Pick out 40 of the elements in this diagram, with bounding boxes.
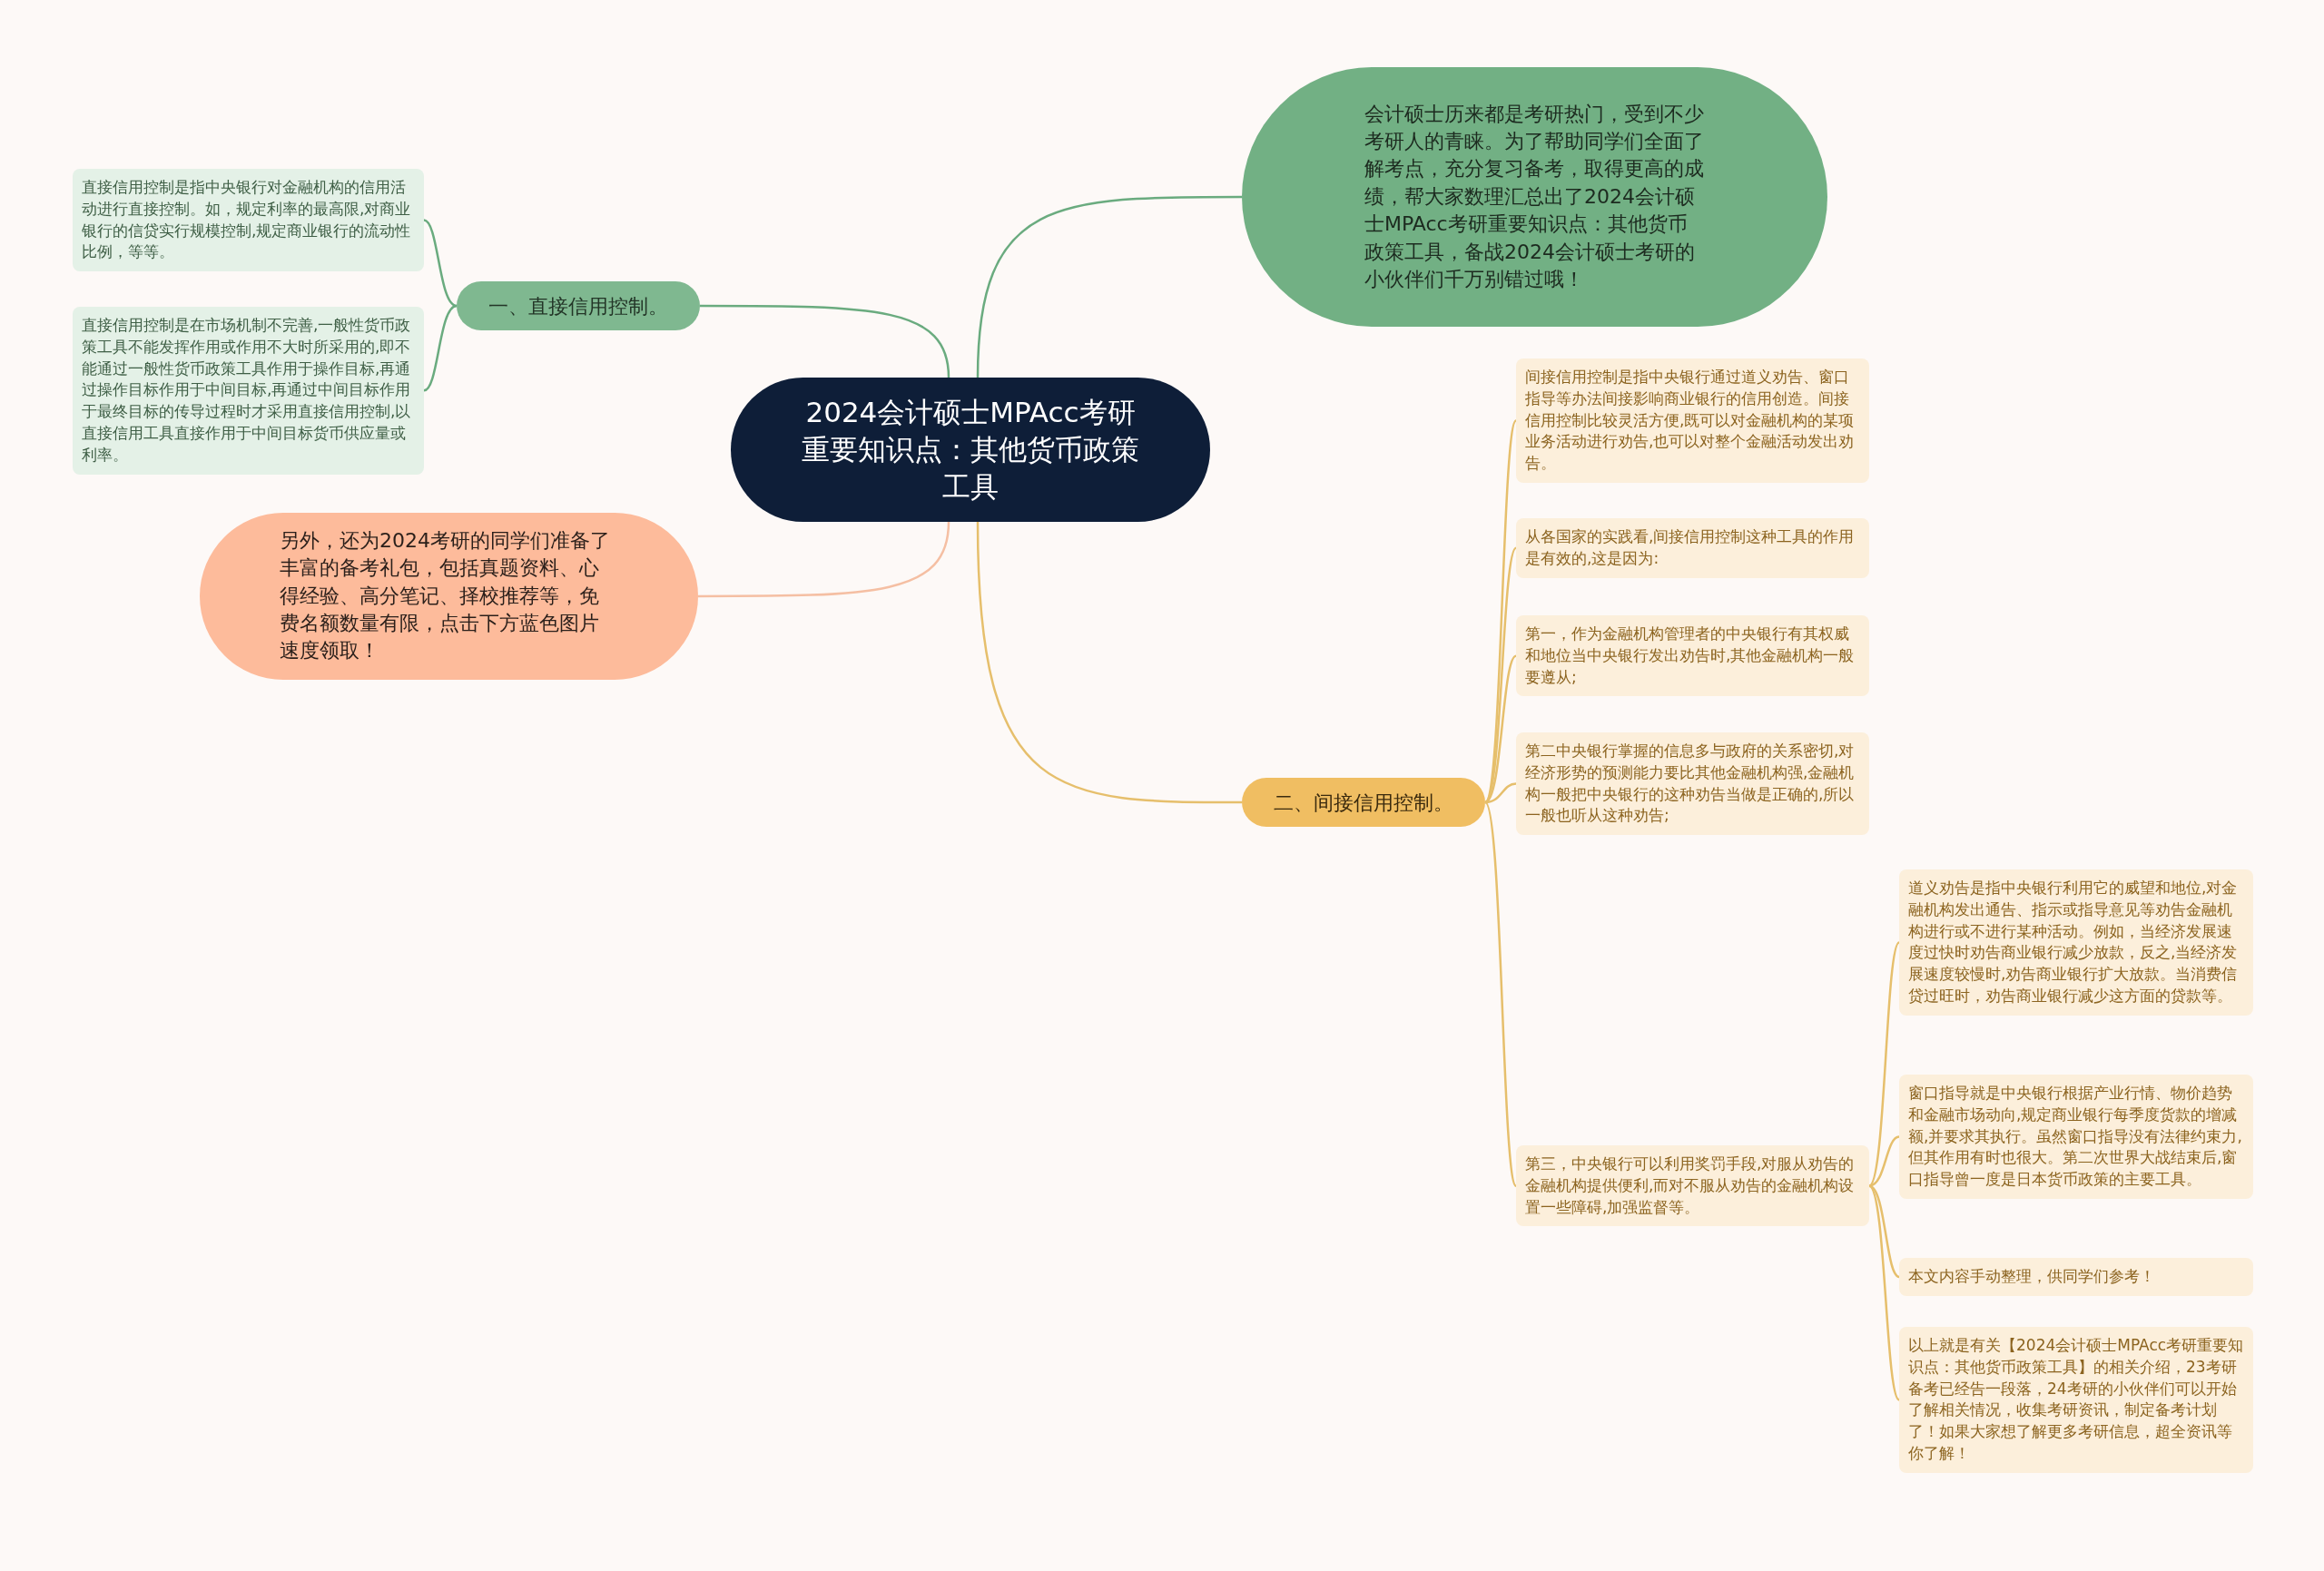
- leaf-card: [1899, 1327, 2253, 1473]
- connector-line: [423, 219, 458, 308]
- branch-label: 一、直接信用控制。: [488, 293, 668, 319]
- branch-pill: [457, 281, 700, 330]
- connector-line: [1868, 941, 1901, 1187]
- connector-line: [700, 304, 950, 378]
- connector-line: [423, 304, 458, 392]
- leaf-text: 直接信用控制是指中央银行对金融机构的信用活动进行直接控制。如，规定利率的最高限,对商业银行的信贷实行规模控制,规定商业银行的流动性比例，等等。: [82, 177, 412, 263]
- leaf-card: [1516, 1145, 1869, 1227]
- leaf-card: [1899, 1075, 2253, 1199]
- leaf-text: 第三，中央银行可以利用奖罚手段,对服从劝告的金融机构提供便利,而对不服从劝告的金融机构设置一些障碍,加强监督等。: [1525, 1154, 1856, 1218]
- leaf-card: [1516, 615, 1869, 697]
- connector-line: [976, 195, 1242, 378]
- leaf-text: 以上就是有关【2024会计硕士MPAcc考研重要知识点：其他货币政策工具】的相关介绍，23考研备考已经告一段落，24考研的小伙伴们可以开始了解相关情况，收集考研资讯，制定备考计划了！如果大家想了解更多考研信息，超全资讯等你了解！: [1908, 1335, 2244, 1464]
- leaf-card: [1516, 732, 1869, 836]
- leaf-text: 直接信用控制是在市场机制不完善,一般性货币政策工具不能发挥作用或作用不大时所采用的,即不能通过一般性货币政策工具作用于操作目标,再通过操作目标作用于中间目标,再通过中间目标作用于最终目标的传导过程时才采用直接信用控制,以直接信用工具直接作用于中间目标货币供应量或利率。: [82, 315, 412, 466]
- branch-label: 二、间接信用控制。: [1274, 790, 1453, 816]
- branch-pill: [1242, 778, 1485, 827]
- leaf-text: 本文内容手动整理，供同学们参考！: [1908, 1266, 2156, 1287]
- leaf-text: 第二中央银行掌握的信息多与政府的关系密切,对经济形势的预测能力要比其他金融机构强,金融机构一般把中央银行的这种劝告当做是正确的,所以一般也听从这种劝告;: [1525, 741, 1856, 827]
- topic-title: 2024会计硕士MPAcc考研重要知识点：其他货币政策工具: [801, 395, 1140, 505]
- leaf-text: 间接信用控制是指中央银行通过道义劝告、窗口指导等办法间接影响商业银行的信用创造。间接信用控制比较灵活方便,既可以对金融机构的某项业务活动进行劝告,也可以对整个金融活动发出劝告。: [1525, 367, 1856, 475]
- leaf-card: [1516, 518, 1869, 578]
- leaf-text: 从各国家的实践看,间接信用控制这种工具的作用是有效的,这是因为:: [1525, 526, 1856, 569]
- connector-line: [1868, 1135, 1900, 1187]
- leaf-card: [73, 169, 424, 272]
- leaf-text: 道义劝告是指中央银行利用它的威望和地位,对金融机构发出通告、指示或指导意见等劝告金融机构进行或不进行某种活动。例如，当经济发展速度过快时劝告商业银行减少放款，反之,当经济发展速度较慢时,劝告商业银行扩大放款。当消费信贷过旺时，劝告商业银行减少这方面的贷款等。: [1908, 878, 2239, 1006]
- leaf-card: [73, 307, 424, 475]
- connector-line: [1484, 782, 1517, 804]
- leaf-text: 第一，作为金融机构管理者的中央银行有其权威和地位当中央银行发出劝告时,其他金融机构一般要遵从;: [1525, 623, 1856, 688]
- connector-line: [698, 521, 950, 598]
- connector-line: [976, 521, 1242, 804]
- connector-line: [1868, 1184, 1900, 1401]
- connector-line: [1868, 1184, 1900, 1278]
- leaf-card: [1899, 869, 2253, 1016]
- leaf-card: [1899, 1258, 2253, 1296]
- leaf-card: [1516, 358, 1869, 483]
- leaf-text: 窗口指导就是中央银行根据产业行情、物价趋势和金融市场动向,规定商业银行每季度货款的增减额,并要求其执行。虽然窗口指导没有法律约束力,但其作用有时也很大。第二次世界大战结束后,窗口指导曾一度是日本货币政策的主要工具。: [1908, 1083, 2243, 1191]
- intro-text: 会计硕士历来都是考研热门，受到不少考研人的青睐。为了帮助同学们全面了解考点，充分复习备考，取得更高的成绩，帮大家数理汇总出了2024会计硕士MPAcc考研重要知识点：其他货币政策工具，备战2024会计硕士考研的小伙伴们千万别错过哦！: [1364, 101, 1705, 292]
- note-text: 另外，还为2024考研的同学们准备了丰富的备考礼包，包括真题资料、心得经验、高分笔记、择校推荐等，免费名额数量有限，点击下方蓝色图片速度领取！: [280, 528, 611, 664]
